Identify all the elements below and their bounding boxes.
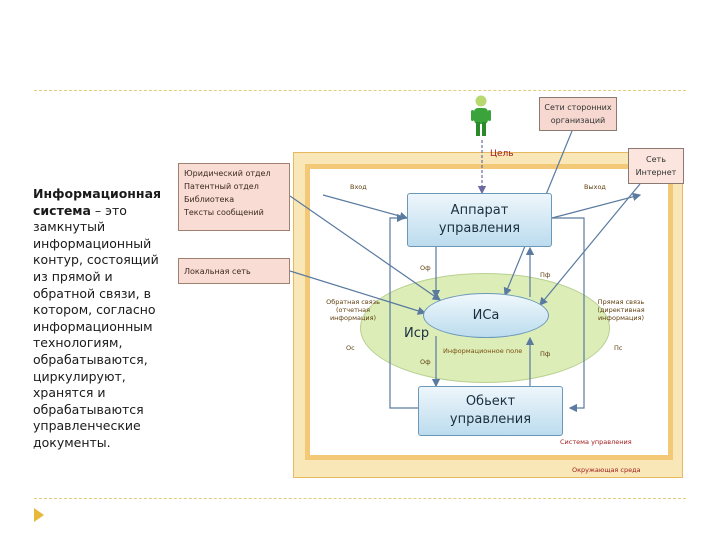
play-icon[interactable] (34, 508, 44, 522)
control-object-block: Обьект управления (418, 386, 563, 436)
control-apparatus-label: Аппарат управления (438, 203, 521, 236)
person-icon (471, 95, 491, 136)
description-text: Информационная система – это замкнутый и… (33, 186, 175, 452)
direct-link-label: Прямая связь (директивная информация) (597, 298, 645, 322)
bottom-divider (34, 498, 686, 499)
environment-label: Окружающая среда (572, 466, 641, 474)
of-top-label: Оф (420, 264, 431, 272)
third-party-networks-label: Сети сторонних организаций (544, 103, 612, 125)
input-label: Вход (350, 183, 367, 191)
departments-note: Юридический отдел Патентный отдел Библио… (178, 163, 290, 231)
internet-label: Сеть Интернет (635, 155, 677, 177)
pf-bottom-label: Пф (540, 350, 551, 358)
control-apparatus-block: Аппарат управления (407, 193, 552, 247)
info-field-label: Информационное поле (443, 347, 523, 355)
os-label: Ос (346, 344, 355, 352)
of-bottom-label: Оф (420, 358, 431, 366)
department-messages: Тексты сообщений (184, 208, 264, 217)
isr-label: Иср (404, 326, 430, 341)
internet-box: Сеть Интернет (628, 148, 684, 184)
control-object-label: Обьект управления (449, 394, 532, 427)
ps-label: Пс (614, 344, 623, 352)
output-label: Выход (584, 183, 606, 191)
pf-top-label: Пф (540, 271, 551, 279)
description-title: Информационная система (33, 186, 162, 218)
goal-label: Цель (490, 149, 514, 159)
department-legal: Юридический отдел (184, 169, 271, 178)
isa-label: ИСа (472, 308, 500, 323)
feedback-label: Обратная связь (отчетная информация) (326, 298, 380, 322)
department-patent: Патентный отдел (184, 182, 259, 191)
top-divider (34, 90, 686, 91)
description-body: – это замкнутый информационный контур, с… (33, 202, 159, 450)
local-network-note: Локальная сеть (178, 258, 290, 284)
department-library: Библиотека (184, 195, 235, 204)
isa-node: ИСа (423, 293, 549, 338)
third-party-networks-box: Сети сторонних организаций (539, 97, 617, 131)
control-system-label: Система управления (560, 438, 632, 446)
local-network-label: Локальная сеть (184, 267, 251, 276)
